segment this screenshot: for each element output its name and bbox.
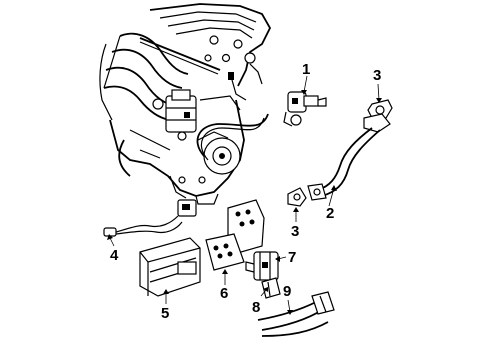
part-4-sensor [103,199,197,237]
callout-1: 1 [302,61,310,78]
part-1-valve [283,91,327,127]
callout-3-middle: 3 [291,223,299,240]
callout-4: 4 [110,247,119,264]
part-3-gasket-lower [287,187,307,207]
callout-5: 5 [161,305,169,322]
part-8-bracket [261,277,281,299]
engine-assembly [99,3,272,205]
part-9-hoses [257,291,335,337]
part-6-bracket [205,199,265,271]
callout-9: 9 [283,283,291,300]
part-5-canister [139,237,201,297]
part-3-gasket-top [367,99,393,119]
callout-7: 7 [288,249,296,266]
callout-8: 8 [252,299,260,316]
callout-6: 6 [220,285,228,302]
callout-3-top: 3 [373,67,381,84]
part-7-solenoid [245,251,279,281]
part-2-egr-pipe [307,113,391,201]
callout-2: 2 [326,205,334,222]
